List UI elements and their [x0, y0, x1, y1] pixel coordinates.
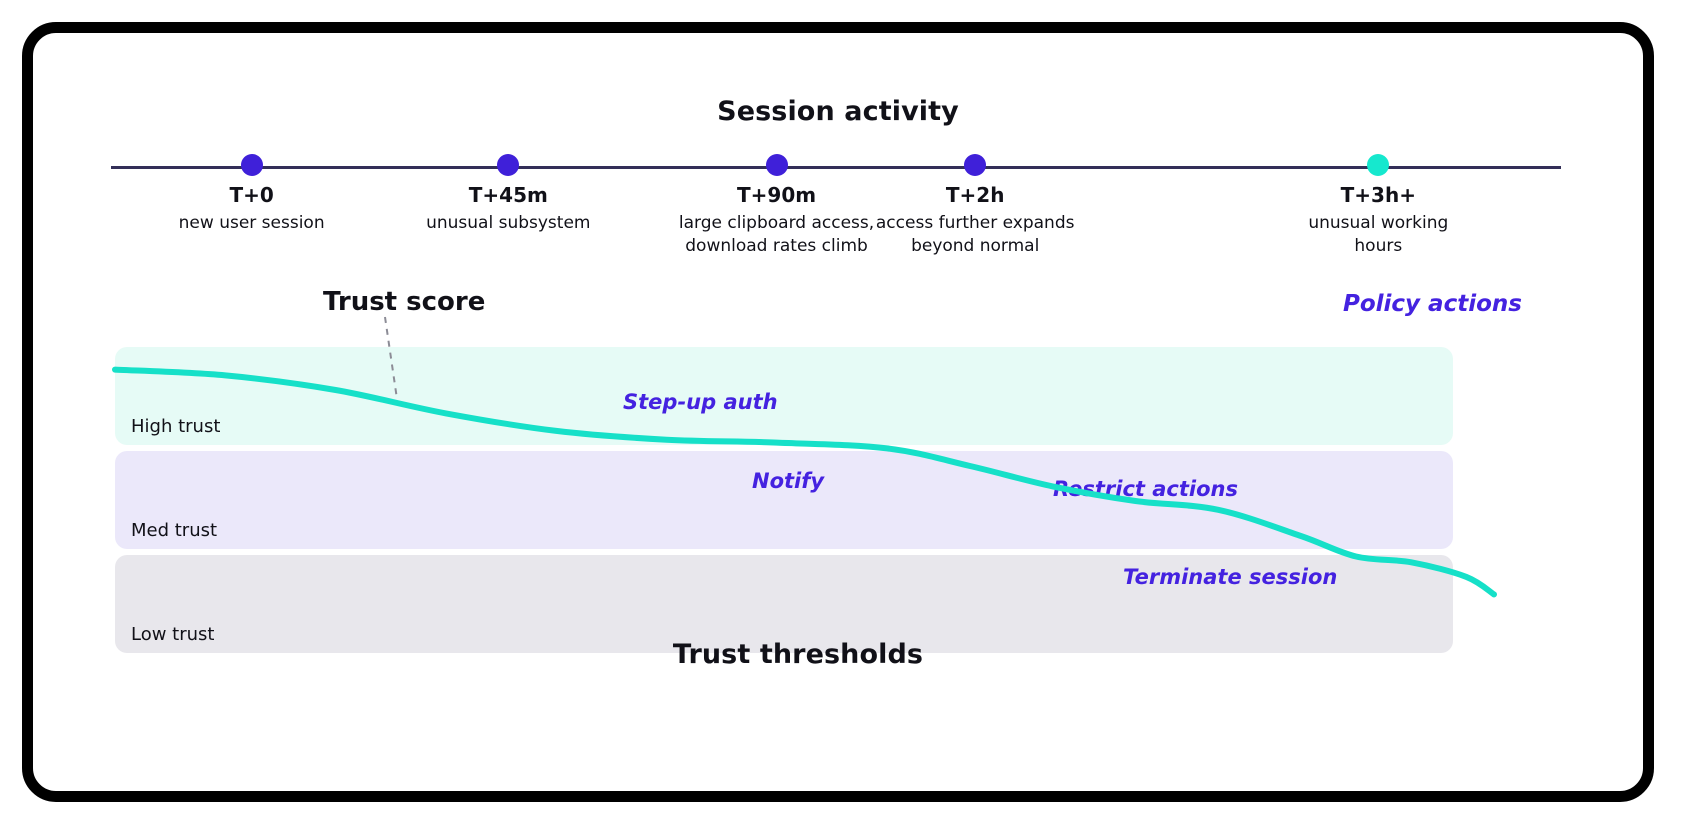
timeline-event-time: T+0 [229, 183, 274, 207]
trust-score-label: Trust score [323, 287, 486, 317]
trust-band-med: Med trust [115, 451, 1453, 549]
timeline-marker-dot-icon[interactable] [1367, 154, 1390, 176]
timeline-marker-dot-icon[interactable] [964, 154, 987, 176]
trust-band-high-label: High trust [131, 416, 221, 437]
timeline-marker-dot-icon[interactable] [240, 154, 263, 176]
timeline-event-time: T+3h+ [1340, 183, 1416, 207]
policy-note-restrict-actions: Restrict actions [1053, 477, 1238, 501]
policy-note-terminate-session: Terminate session [1123, 565, 1338, 589]
trust-band-high: High trust [115, 347, 1453, 445]
diagram-card: Session activity T+0 new user session T+45… [22, 22, 1654, 802]
policy-note-notify: Notify [752, 469, 825, 493]
diagram-canvas: Session activity T+0 new user session T+45… [33, 33, 1643, 791]
trust-thresholds-title: Trust thresholds [672, 639, 924, 670]
timeline-event-description: large clipboard access,download rates cl… [678, 213, 875, 257]
timeline-marker-dot-icon[interactable] [765, 154, 788, 176]
timeline-event-description: unusual subsystem [426, 213, 591, 233]
timeline-event-time: T+45m [468, 183, 548, 207]
trust-band-med-label: Med trust [131, 520, 218, 541]
policy-actions-label: Policy actions [1343, 291, 1522, 317]
timeline-event-description: new user session [178, 213, 325, 233]
policy-note-step-up-auth: Step-up auth [623, 390, 778, 414]
timeline-event-time: T+2h [945, 183, 1005, 207]
timeline-marker-dot-icon[interactable] [497, 154, 520, 176]
timeline-axis [111, 166, 1561, 169]
trust-band-low-label: Low trust [131, 624, 215, 645]
session-activity-title: Session activity [717, 96, 959, 127]
timeline-event-time: T+90m [737, 183, 817, 207]
